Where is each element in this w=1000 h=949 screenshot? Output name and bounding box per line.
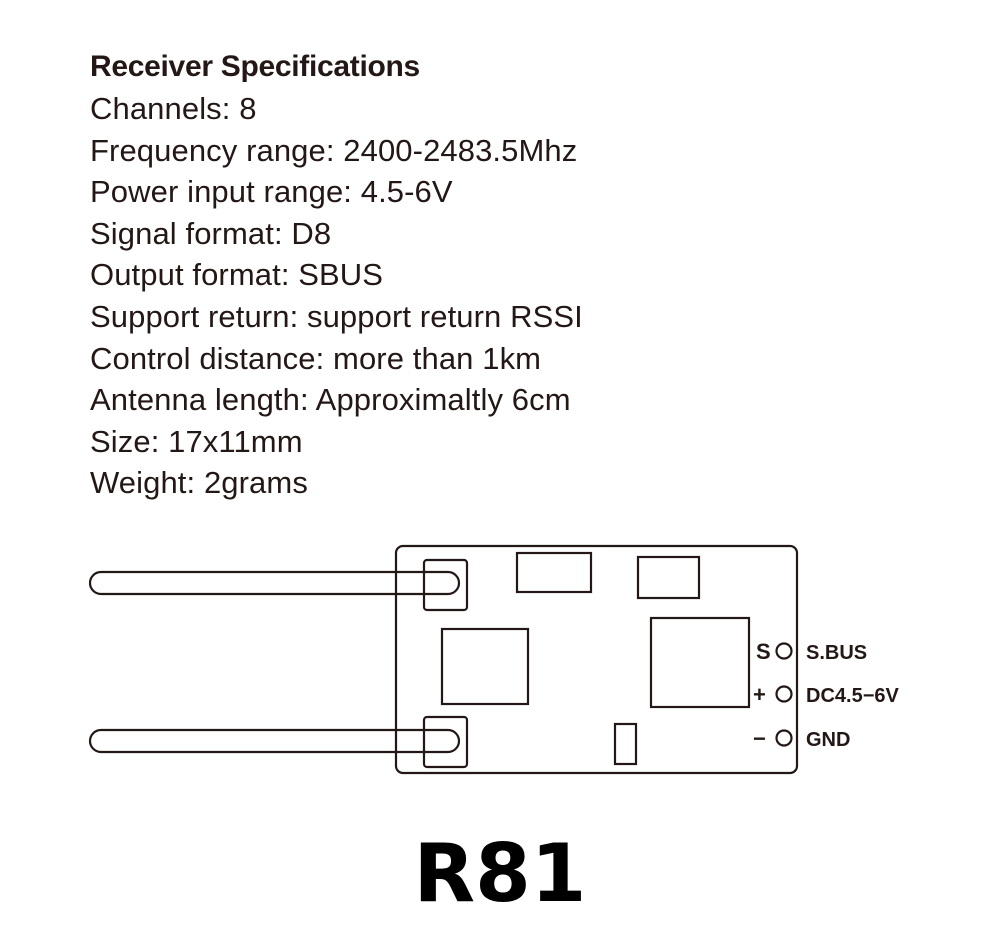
spec-channels: Channels: 8 xyxy=(90,91,257,126)
antenna-bottom xyxy=(88,728,461,754)
pin-mark-minus: − xyxy=(753,726,766,751)
spec-control-distance: Control distance: more than 1km xyxy=(90,340,542,376)
chip-left xyxy=(440,627,530,706)
pin-label-gnd: GND xyxy=(806,729,850,751)
antenna-pad-top xyxy=(422,558,469,612)
pin-label-sbus: S.BUS xyxy=(806,642,867,664)
chip-right xyxy=(649,616,751,709)
spec-power-input: Power input range: 4.5-6V xyxy=(90,174,453,210)
spec-weight: Weight: 2grams xyxy=(90,465,308,501)
pin-label-power: DC4.5−6V xyxy=(806,685,899,707)
model-name: R81 xyxy=(413,827,587,920)
spec-support-return: Support return: support return RSSI xyxy=(90,298,583,334)
pin-mark-plus: + xyxy=(753,682,766,707)
spec-antenna-length: Antenna length: Approximaltly 6cm xyxy=(90,382,571,418)
component-small xyxy=(613,722,638,766)
board-outline xyxy=(394,544,799,775)
component-top-left xyxy=(515,551,593,594)
pin-hole-gnd xyxy=(775,729,793,747)
specifications-block: Receiver Specifications Channels: 8 Freq… xyxy=(90,46,583,504)
spec-size: Size: 17x11mm xyxy=(90,423,303,459)
spec-frequency-range: Frequency range: 2400-2483.5Mhz xyxy=(90,132,578,168)
specifications-title: Receiver Specifications xyxy=(90,50,420,83)
pin-hole-sbus xyxy=(775,642,793,660)
antenna-pad-bottom xyxy=(422,715,469,769)
spec-signal-format: Signal format: D8 xyxy=(90,215,332,251)
antenna-top xyxy=(88,570,461,596)
pin-hole-power xyxy=(775,685,793,703)
component-top-right xyxy=(636,555,701,600)
pin-mark-s: S xyxy=(756,639,771,664)
spec-output-format: Output format: SBUS xyxy=(90,257,384,293)
